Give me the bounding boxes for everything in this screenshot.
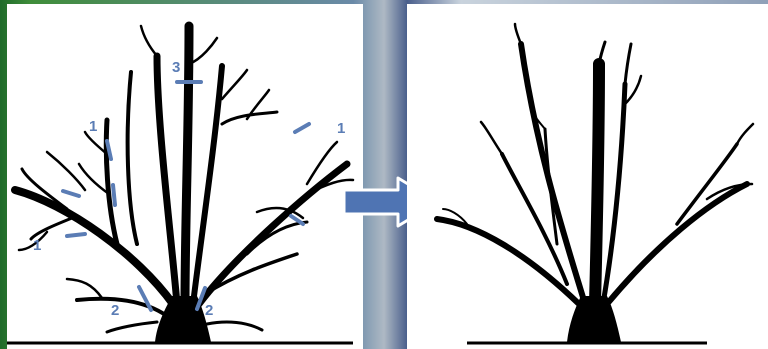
before-pruning-tree-icon: [7, 21, 355, 345]
cut-label-1: 1: [337, 120, 346, 137]
cut-label-3: 3: [172, 59, 181, 76]
cut-label-1: 1: [33, 237, 42, 254]
cut-label-2: 2: [205, 302, 214, 319]
after-pruning-panel: [407, 4, 768, 349]
before-pruning-panel: 3 1 1 1 2 2: [7, 4, 363, 349]
cut-marks: [61, 80, 311, 312]
cut-label-1: 1: [89, 118, 98, 135]
cut-label-2: 2: [111, 302, 120, 319]
after-pruning-tree-icon: [434, 22, 755, 345]
